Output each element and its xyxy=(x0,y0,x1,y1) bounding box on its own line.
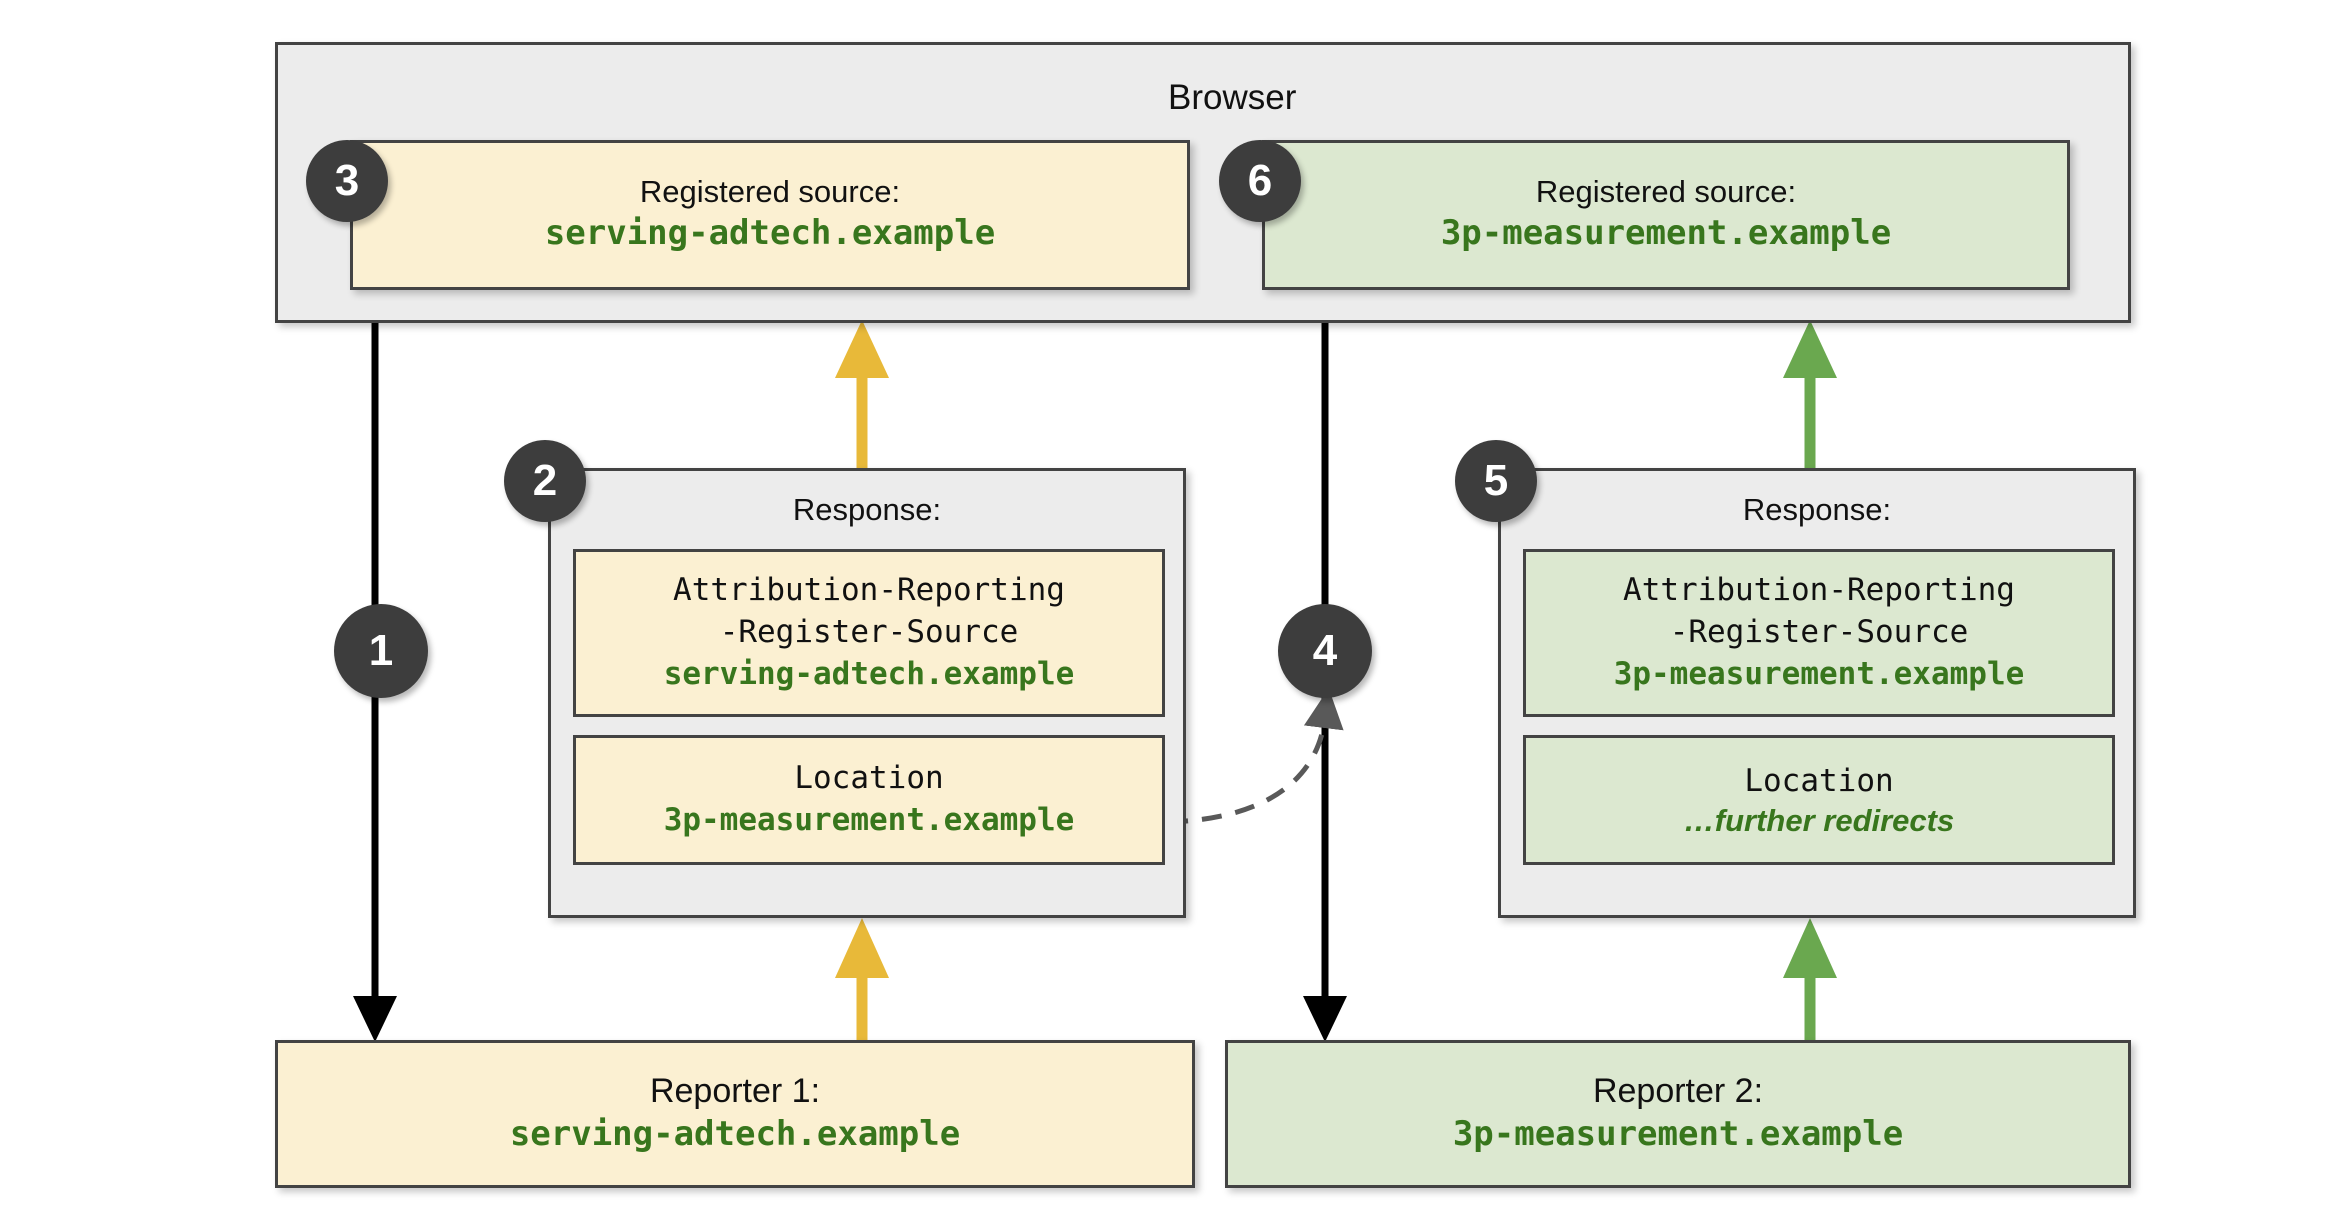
step-badge-4: 4 xyxy=(1278,604,1372,698)
response-box-1: Response: Attribution-Reporting -Registe… xyxy=(548,468,1186,918)
response-title-1: Response: xyxy=(792,492,942,527)
reporter-box-1: Reporter 1: serving-adtech.example xyxy=(275,1040,1195,1188)
response-box-2: Response: Attribution-Reporting -Registe… xyxy=(1498,468,2136,918)
reporter-domain-1: serving-adtech.example xyxy=(509,1114,961,1155)
response-header-1-2: Location 3p-measurement.example xyxy=(573,735,1165,865)
response-header-1-1: Attribution-Reporting -Register-Source s… xyxy=(573,549,1165,717)
flow-arrow-6 xyxy=(1783,320,1837,470)
header-name-line2-2-1: -Register-Source xyxy=(1669,614,1969,651)
flow-arrow-2 xyxy=(835,918,889,1042)
response-header-2-1: Attribution-Reporting -Register-Source 3… xyxy=(1523,549,2115,717)
reporter-box-2: Reporter 2: 3p-measurement.example xyxy=(1225,1040,2131,1188)
registered-source-caption-1: Registered source: xyxy=(639,173,901,209)
response-header-2-2: Location …further redirects xyxy=(1523,735,2115,865)
registered-source-domain-2: 3p-measurement.example xyxy=(1440,213,1892,254)
header-value-1-2: 3p-measurement.example xyxy=(663,802,1075,838)
header-value-2-2: …further redirects xyxy=(1683,802,1955,838)
header-name-line1-1-2: Location xyxy=(794,760,944,797)
browser-title: Browser xyxy=(1168,78,1297,117)
header-name-line1-2-1: Attribution-Reporting xyxy=(1623,572,2015,609)
reporter-caption-2: Reporter 2: xyxy=(1592,1071,1764,1110)
header-name-line1-2-2: Location xyxy=(1744,763,1894,800)
header-name-line2-1-1: -Register-Source xyxy=(719,614,1019,651)
flow-arrow-5 xyxy=(1783,918,1837,1042)
registered-source-box-2: Registered source: 3p-measurement.exampl… xyxy=(1262,140,2070,290)
step-badge-6: 6 xyxy=(1219,140,1301,222)
header-value-1-1: serving-adtech.example xyxy=(663,655,1075,692)
step-badge-2: 2 xyxy=(504,440,586,522)
registered-source-caption-2: Registered source: xyxy=(1535,173,1797,209)
redirect-dashed-connector xyxy=(1167,688,1344,825)
step-badge-1: 1 xyxy=(334,604,428,698)
header-value-2-1: 3p-measurement.example xyxy=(1613,655,2025,692)
step-badge-3: 3 xyxy=(306,140,388,222)
registered-source-domain-1: serving-adtech.example xyxy=(544,213,996,254)
registered-source-box-1: Registered source: serving-adtech.exampl… xyxy=(350,140,1190,290)
response-title-2: Response: xyxy=(1742,492,1892,527)
header-name-line1-1-1: Attribution-Reporting xyxy=(673,572,1065,609)
reporter-domain-2: 3p-measurement.example xyxy=(1452,1114,1904,1155)
flow-arrow-3 xyxy=(835,320,889,470)
step-badge-5: 5 xyxy=(1455,440,1537,522)
reporter-caption-1: Reporter 1: xyxy=(649,1071,821,1110)
